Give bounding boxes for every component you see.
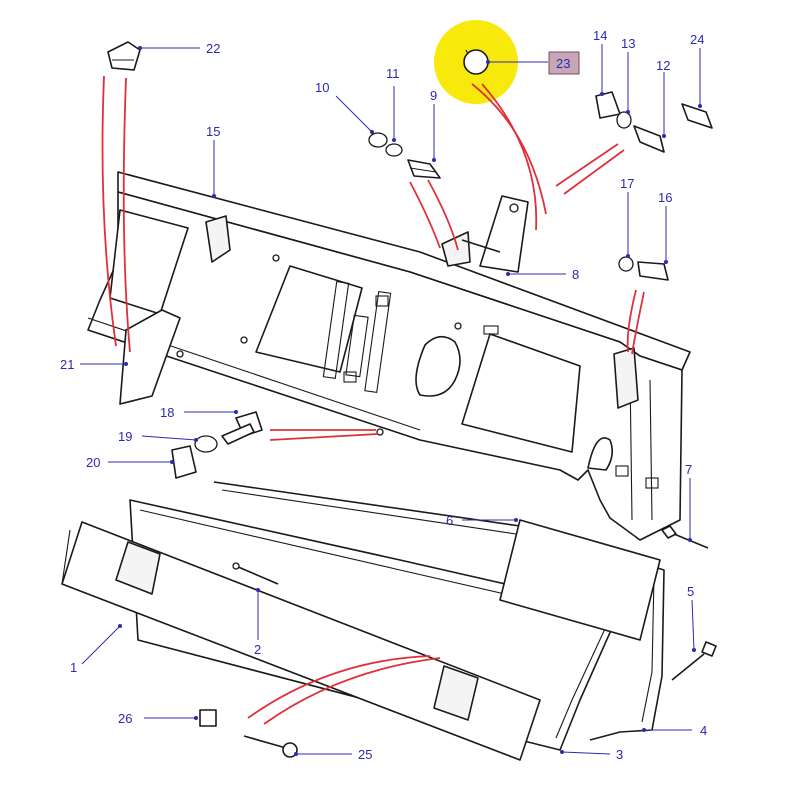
assembly-arrows: [101, 75, 645, 725]
callout-16[interactable]: 16: [658, 190, 672, 205]
hinge-pin: [232, 562, 279, 585]
callout-15[interactable]: 15: [206, 124, 220, 139]
callout-6[interactable]: 6: [446, 513, 453, 528]
main-panel: [87, 171, 691, 541]
latch-8: [441, 195, 529, 273]
washer-17: [618, 256, 634, 272]
cover-plate: [61, 521, 541, 761]
rivet-7: [661, 525, 709, 549]
callout-14[interactable]: 14: [593, 28, 607, 43]
callout-18[interactable]: 18: [160, 405, 174, 420]
bolt-18: [221, 411, 263, 445]
callout-26[interactable]: 26: [118, 711, 132, 726]
callout-8[interactable]: 8: [572, 267, 579, 282]
callout-22[interactable]: 22: [206, 41, 220, 56]
bracket-21: [119, 309, 181, 405]
backing-plate: [499, 519, 661, 641]
callout-1[interactable]: 1: [70, 660, 77, 675]
callout-13[interactable]: 13: [621, 36, 635, 51]
callout-25[interactable]: 25: [358, 747, 372, 762]
callout-7[interactable]: 7: [685, 462, 692, 477]
rivet-5: [671, 641, 717, 681]
callout-10[interactable]: 10: [315, 80, 329, 95]
washer-19: [194, 435, 218, 453]
clip-22: [107, 41, 141, 71]
callout-5[interactable]: 5: [687, 584, 694, 599]
screw-9: [407, 159, 441, 179]
clip-14: [595, 91, 621, 119]
callout-12[interactable]: 12: [656, 58, 670, 73]
callout-2[interactable]: 2: [254, 642, 261, 657]
callout-23-highlight-box: [548, 51, 580, 75]
callout-labels: 22 23 10 11 9 14 13 12 24 15 17 16 8 21 …: [60, 28, 707, 762]
knob-23: [463, 49, 489, 75]
washer-10: [368, 132, 388, 148]
screw-24: [681, 103, 713, 129]
callout-24[interactable]: 24: [690, 32, 704, 47]
callout-20[interactable]: 20: [86, 455, 100, 470]
callout-9[interactable]: 9: [430, 88, 437, 103]
callout-11[interactable]: 11: [386, 66, 400, 81]
clip-20: [171, 445, 197, 479]
screw-16: [637, 261, 669, 281]
screw-12: [633, 125, 665, 153]
callout-17[interactable]: 17: [620, 176, 634, 191]
callout-19[interactable]: 19: [118, 429, 132, 444]
callout-3[interactable]: 3: [616, 747, 623, 762]
bolt-25: [243, 735, 298, 758]
nut-26: [199, 709, 217, 727]
callout-21[interactable]: 21: [60, 357, 74, 372]
washer-13: [616, 111, 632, 129]
callout-4[interactable]: 4: [700, 723, 707, 738]
washer-11: [385, 143, 403, 157]
leader-lines: [80, 44, 702, 756]
callout-23[interactable]: 23: [556, 56, 570, 71]
